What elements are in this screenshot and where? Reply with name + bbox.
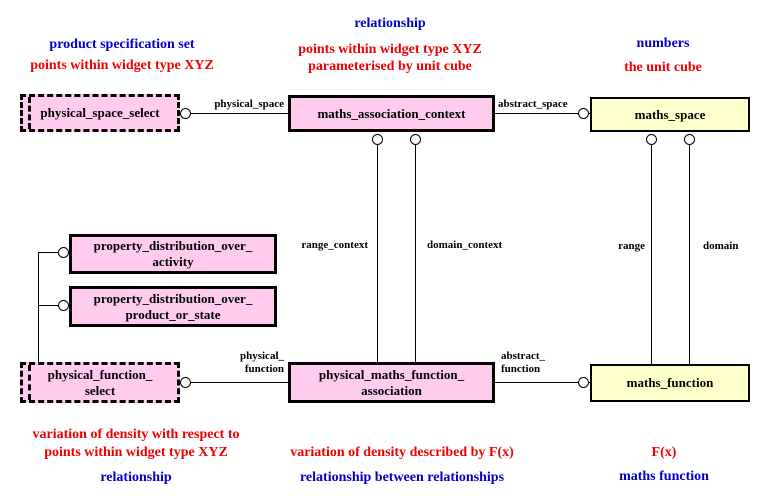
relation-circle-domain <box>684 134 695 145</box>
edge-label-range: range <box>618 240 645 252</box>
edge-label-range-context: range_context <box>301 239 368 251</box>
edge-label-domain: domain <box>703 240 739 252</box>
entity-label: property_distribution_over_ <box>93 290 253 306</box>
relation-circle-physical-function <box>180 377 191 388</box>
edge-label-line: physical_ <box>239 350 284 362</box>
annotation-top-middle-red1: points within widget type XYZ <box>298 42 482 57</box>
relationship-line-range-context <box>377 134 378 363</box>
entity-label: association <box>361 382 422 398</box>
relationship-line-range <box>651 134 652 365</box>
annotation-top-left-blue: product specification set <box>49 37 195 52</box>
entity-label: physical_maths_function_ <box>318 366 465 382</box>
edge-label-abstract-function: abstract_ function <box>501 350 581 376</box>
edge-label-physical-function: physical_ function <box>204 350 284 376</box>
select-notation-bar <box>28 97 31 129</box>
annotation-bottom-left-red1: variation of density with respect to <box>32 427 240 442</box>
entity-maths-function: maths_function <box>590 364 750 402</box>
annotation-top-middle-red2: parameterised by unit cube <box>308 59 472 74</box>
relationship-line-domain-context <box>415 134 416 363</box>
annotation-top-left-red: points within widget type XYZ <box>30 58 214 73</box>
entity-maths-association-context: maths_association_context <box>288 95 495 132</box>
relation-circle-activity <box>58 247 69 258</box>
relation-circle-domain-context <box>410 134 421 145</box>
entity-label: select <box>84 382 116 398</box>
relationship-line-domain <box>689 134 690 365</box>
relation-circle-abstract-function <box>578 377 589 388</box>
entity-physical-maths-function-association: physical_maths_function_ association <box>288 362 495 403</box>
entity-label: product_or_state <box>125 306 221 322</box>
edge-label-line: function <box>244 363 284 375</box>
select-notation-bar <box>28 365 31 400</box>
entity-physical-space-select: physical_space_select <box>20 94 180 132</box>
relationship-line-physical-space <box>186 113 288 114</box>
entity-property-distribution-over-activity: property_distribution_over_ activity <box>69 234 277 274</box>
annotation-bottom-middle-blue: relationship between relationships <box>299 470 505 485</box>
relationship-line-abstract-space <box>495 113 590 114</box>
annotation-bottom-right-red: F(x) <box>651 445 677 460</box>
edge-label-abstract-space: abstract_space <box>498 98 568 110</box>
annotation-top-right-red: the unit cube <box>624 60 702 75</box>
entity-label: property_distribution_over_ <box>93 238 253 253</box>
annotation-top-right-blue: numbers <box>636 36 690 51</box>
entity-label: maths_function <box>626 375 714 390</box>
annotation-bottom-left-blue: relationship <box>100 470 172 485</box>
annotation-bottom-middle-red: variation of density described by F(x) <box>290 445 514 460</box>
relation-circle-physical-space <box>180 108 191 119</box>
relation-circle-range-context <box>372 134 383 145</box>
select-tree-stub-activity <box>38 252 59 253</box>
entity-maths-space: maths_space <box>590 97 750 132</box>
annotation-bottom-right-blue: maths function <box>619 469 709 484</box>
annotation-top-middle-blue: relationship <box>354 16 426 31</box>
entity-label: activity <box>152 254 194 269</box>
relation-circle-range <box>646 134 657 145</box>
annotation-bottom-left-red2: points within widget type XYZ <box>44 445 228 460</box>
relationship-line-physical-function <box>186 382 288 383</box>
select-tree-stub-product <box>38 305 59 306</box>
entity-label: physical_function_ <box>47 366 153 382</box>
relation-circle-abstract-space <box>578 108 589 119</box>
edge-label-line: function <box>501 363 541 375</box>
entity-label: physical_space_select <box>40 105 160 120</box>
edge-label-domain-context: domain_context <box>427 239 503 251</box>
edge-label-physical-space: physical_space <box>214 98 284 110</box>
entity-label: maths_association_context <box>317 105 466 121</box>
entity-physical-function-select: physical_function_ select <box>20 362 180 403</box>
select-tree-vertical-line <box>38 252 39 363</box>
relationship-line-abstract-function <box>495 382 590 383</box>
entity-label: maths_space <box>634 106 706 122</box>
entity-property-distribution-over-product-or-state: property_distribution_over_ product_or_s… <box>69 286 277 327</box>
edge-label-line: abstract_ <box>501 350 545 362</box>
relation-circle-product <box>58 300 69 311</box>
